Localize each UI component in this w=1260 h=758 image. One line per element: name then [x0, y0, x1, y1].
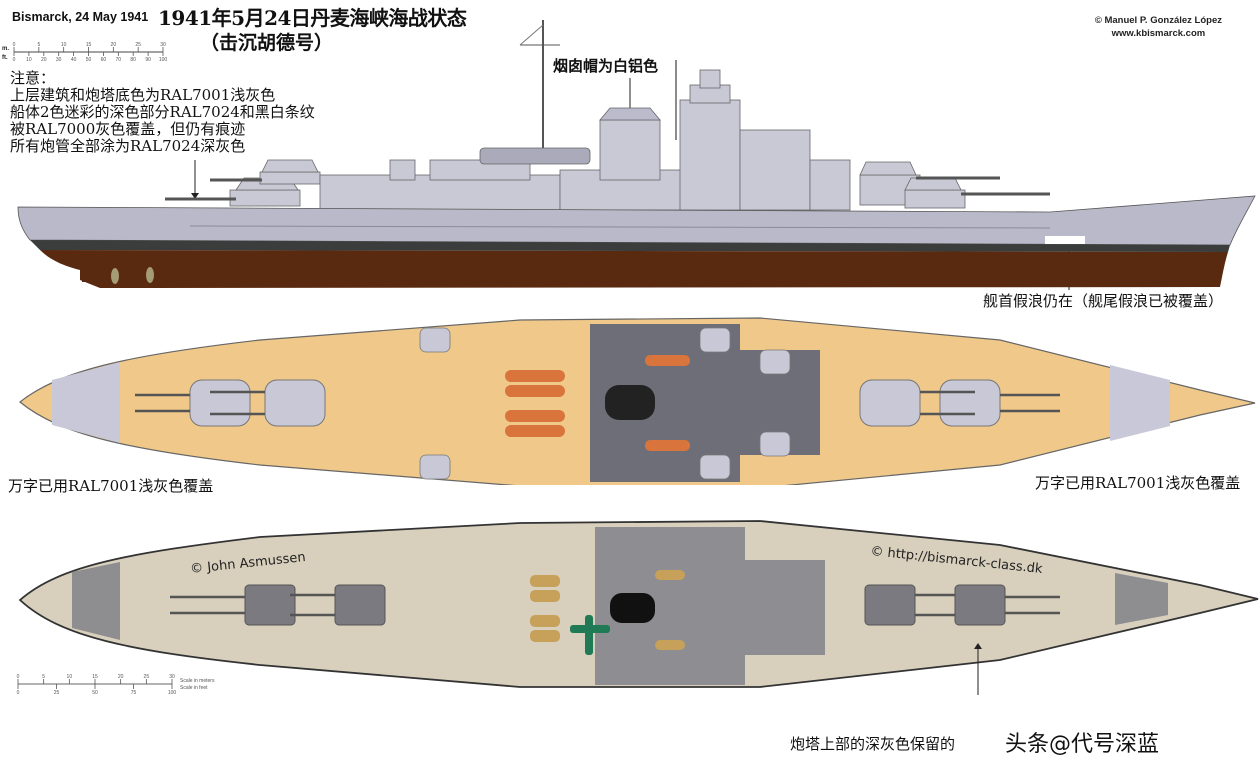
turret-dora-top	[189, 379, 251, 427]
notes-line: 所有炮管全部涂为RAL7024深灰色	[10, 137, 246, 155]
plan-view-wood-deck	[18, 520, 1259, 695]
stern-grey-band	[1110, 365, 1170, 441]
watermark: 头条@代号深蓝	[1005, 732, 1160, 757]
scale-tick-label: 25	[135, 42, 141, 48]
notes-line: 船体2色迷彩的深色部分RAL7024和黑白条纹	[10, 103, 315, 121]
hull-upper	[17, 195, 1256, 246]
swastika-right-annotation: 万字已用RAL7001浅灰色覆盖	[1035, 474, 1241, 492]
turret-bruno	[859, 161, 917, 176]
scale-tick-label: 40	[71, 57, 77, 62]
scale-label-ft: Scale in feet	[180, 685, 208, 691]
turret-caesar	[261, 159, 319, 173]
scale-tick-label: 50	[92, 690, 98, 696]
title-english: Bismarck, 24 May 1941	[12, 10, 149, 24]
scale-tick-label: 0	[17, 674, 20, 680]
credit-author: © Manuel P. González López	[1094, 15, 1222, 26]
scale-tick-label: 25	[54, 690, 60, 696]
bottom-scale-bar: 0 5 10 15 20 25 30 0 25 50 75 100 Scale in meters S…	[17, 674, 215, 696]
funnel-top	[605, 385, 655, 420]
scale-tick-label: 80	[130, 57, 136, 62]
notes-heading: 注意：	[10, 69, 56, 87]
title-chinese: 1941年5月24日丹麦海峡海战状态	[158, 6, 467, 30]
side-profile-drawing	[17, 20, 1256, 290]
propeller-icon	[111, 268, 119, 284]
arrow-head-icon	[974, 643, 982, 649]
scale-tick-label: 30	[160, 42, 166, 48]
scale-unit-m: m.	[2, 46, 9, 52]
top-scale-bar: m. ft. 0 5 10 15 20 25 30 0 10 20 30 40 50 60 70 80 90 10…	[2, 42, 168, 62]
scale-tick-label: 15	[92, 674, 98, 680]
boats	[505, 355, 690, 451]
scale-tick-label: 100	[168, 690, 177, 696]
scale-tick-label: 30	[169, 674, 175, 680]
scale-tick-label: 5	[42, 674, 45, 680]
boats	[530, 570, 685, 650]
turret-bruno-top	[859, 379, 921, 427]
turret-barrels	[135, 390, 1060, 416]
turret-caesar-top	[264, 379, 326, 427]
secondary-turrets	[419, 327, 791, 480]
scale-tick-label: 75	[131, 690, 137, 696]
scale-tick-label: 20	[118, 674, 124, 680]
scale-ticks: 0 5 10 15 20 25 30 0 10 20 30 40 50 60 70 80 90 100	[13, 42, 168, 62]
scale-tick-label: 10	[67, 674, 73, 680]
bow-grey-band	[52, 362, 120, 443]
scale-tick-label: 5	[37, 42, 40, 48]
gun-barrels	[165, 176, 1050, 201]
scale-tick-label: 20	[111, 42, 117, 48]
scale-tick-label: 30	[56, 57, 62, 62]
credit-block: © Manuel P. González López www.kbismarck…	[1095, 14, 1222, 40]
scale-tick-label: 10	[26, 57, 32, 62]
arrow-head-icon	[191, 193, 199, 199]
turret-anton-top	[939, 379, 1001, 427]
subtitle-chinese: （击沉胡德号）	[200, 32, 334, 54]
turret-top-annotation: 炮塔上部的深灰色保留的	[790, 735, 956, 753]
bow-wave	[1045, 236, 1085, 244]
scale-tick-label: 15	[86, 42, 92, 48]
scale-tick-label: 50	[86, 57, 92, 62]
scale-tick-label: 90	[145, 57, 151, 62]
scale-tick-label: 10	[61, 42, 67, 48]
credit-site: www.kbismarck.com	[1111, 28, 1206, 39]
scale-unit-ft: ft.	[2, 55, 8, 61]
scale-tick-label: 25	[144, 674, 150, 680]
scale-tick-label: 70	[116, 57, 122, 62]
scale-tick-label: 0	[13, 42, 16, 48]
rudder	[82, 262, 104, 282]
funnel-cap-annotation: 烟囱帽为白铝色	[553, 57, 659, 75]
turret-anton	[904, 177, 962, 191]
scale-tick-label: 0	[17, 690, 20, 696]
notes-line: 被RAL7000灰色覆盖，但仍有痕迹	[10, 120, 246, 138]
superstructure	[229, 69, 966, 211]
bow-wave-annotation: 舰首假浪仍在（舰尾假浪已被覆盖）	[983, 292, 1224, 310]
main-turrets	[244, 584, 1006, 626]
scale-tick-label: 60	[101, 57, 107, 62]
bow-dark-band	[72, 562, 120, 640]
paint-notes: 注意： 上层建筑和炮塔底色为RAL7001浅灰色 船体2色迷彩的深色部分RAL7…	[10, 70, 315, 155]
boot-top	[30, 240, 1230, 252]
hull-lower	[40, 250, 1228, 288]
main-turrets	[189, 379, 1001, 427]
turret-barrels	[170, 593, 1060, 617]
plan-view-painted-deck	[19, 317, 1256, 485]
propeller-icon	[146, 267, 154, 283]
funnel-top	[610, 593, 655, 623]
arado-seaplane-icon	[570, 615, 610, 655]
stern-dark-band	[1115, 573, 1168, 625]
scale-tick-label: 20	[41, 57, 47, 62]
notes-line: 上层建筑和炮塔底色为RAL7001浅灰色	[10, 86, 276, 104]
scale-tick-label: 0	[13, 57, 16, 62]
scale-label-m: Scale in meters	[180, 678, 215, 684]
swastika-left-annotation: 万字已用RAL7001浅灰色覆盖	[8, 477, 214, 495]
scale-tick-label: 100	[159, 57, 168, 62]
scale-ticks: 0 5 10 15 20 25 30 0 25 50 75 100	[17, 674, 177, 696]
